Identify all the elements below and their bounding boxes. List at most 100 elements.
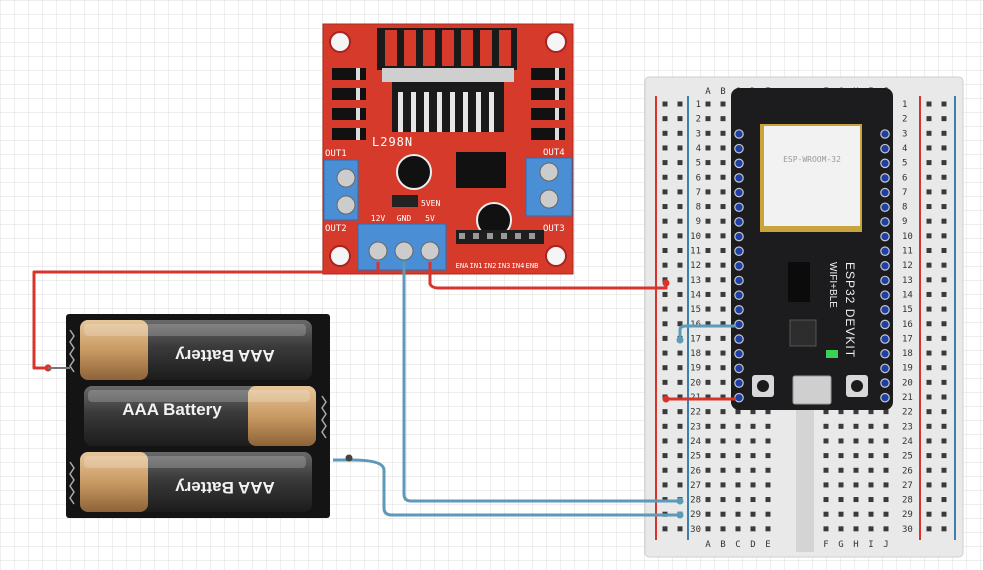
breadboard-hole[interactable] [823, 438, 829, 444]
breadboard-hole[interactable] [883, 482, 889, 488]
breadboard-hole[interactable] [720, 394, 726, 400]
breadboard-hole[interactable] [735, 482, 741, 488]
breadboard-hole[interactable] [677, 467, 683, 473]
breadboard-hole[interactable] [720, 511, 726, 517]
breadboard-hole[interactable] [926, 174, 932, 180]
breadboard-hole[interactable] [926, 409, 932, 415]
breadboard-hole[interactable] [720, 189, 726, 195]
breadboard-hole[interactable] [941, 379, 947, 385]
breadboard-hole[interactable] [853, 482, 859, 488]
breadboard-hole[interactable] [941, 438, 947, 444]
breadboard-hole[interactable] [926, 335, 932, 341]
breadboard-hole[interactable] [941, 306, 947, 312]
breadboard-hole[interactable] [926, 262, 932, 268]
breadboard-hole[interactable] [750, 453, 756, 459]
breadboard-hole[interactable] [677, 423, 683, 429]
esp32-pin[interactable] [734, 143, 744, 154]
breadboard-hole[interactable] [941, 467, 947, 473]
breadboard-hole[interactable] [941, 262, 947, 268]
breadboard-hole[interactable] [705, 467, 711, 473]
breadboard-hole[interactable] [705, 218, 711, 224]
breadboard-hole[interactable] [720, 116, 726, 122]
breadboard-hole[interactable] [720, 467, 726, 473]
breadboard-hole[interactable] [662, 467, 668, 473]
breadboard-hole[interactable] [677, 379, 683, 385]
wire-gnd[interactable] [402, 262, 680, 503]
breadboard-hole[interactable] [677, 438, 683, 444]
breadboard-hole[interactable] [677, 248, 683, 253]
breadboard-hole[interactable] [926, 189, 932, 195]
esp32-pin[interactable] [880, 319, 890, 330]
breadboard-hole[interactable] [677, 321, 683, 327]
breadboard-hole[interactable] [705, 497, 711, 503]
breadboard-hole[interactable] [662, 335, 668, 341]
esp32-pin[interactable] [734, 392, 744, 403]
breadboard-hole[interactable] [662, 423, 668, 429]
esp32-pin[interactable] [880, 290, 890, 300]
breadboard-hole[interactable] [662, 130, 668, 136]
breadboard-hole[interactable] [823, 423, 829, 429]
breadboard-hole[interactable] [720, 262, 726, 268]
esp32-pin[interactable] [734, 129, 744, 139]
breadboard-hole[interactable] [750, 482, 756, 488]
breadboard-hole[interactable] [941, 423, 947, 429]
breadboard-hole[interactable] [941, 321, 947, 327]
breadboard-hole[interactable] [720, 409, 726, 415]
breadboard-hole[interactable] [941, 526, 947, 532]
breadboard-hole[interactable] [662, 101, 668, 107]
breadboard-hole[interactable] [941, 145, 947, 151]
breadboard-hole[interactable] [941, 497, 947, 503]
breadboard-hole[interactable] [735, 526, 741, 532]
breadboard-hole[interactable] [838, 497, 844, 503]
breadboard-hole[interactable] [662, 438, 668, 444]
breadboard-hole[interactable] [662, 174, 668, 180]
breadboard-hole[interactable] [750, 438, 756, 444]
breadboard-hole[interactable] [662, 350, 668, 356]
breadboard-hole[interactable] [750, 423, 756, 429]
breadboard-hole[interactable] [705, 394, 711, 400]
breadboard-hole[interactable] [662, 482, 668, 488]
esp32-pin[interactable] [880, 334, 890, 344]
esp32-pin[interactable] [880, 275, 890, 286]
breadboard-hole[interactable] [677, 453, 683, 459]
breadboard-hole[interactable] [823, 453, 829, 459]
breadboard-hole[interactable] [677, 130, 683, 136]
breadboard-hole[interactable] [868, 453, 874, 459]
breadboard-hole[interactable] [941, 116, 947, 122]
breadboard-hole[interactable] [735, 423, 741, 429]
breadboard-hole[interactable] [838, 482, 844, 488]
breadboard-hole[interactable] [926, 321, 932, 327]
breadboard-hole[interactable] [720, 130, 726, 136]
wire-12v[interactable] [32, 262, 380, 370]
breadboard-hole[interactable] [926, 423, 932, 429]
breadboard-hole[interactable] [853, 438, 859, 444]
esp32-pin[interactable] [734, 187, 744, 198]
breadboard-hole[interactable] [677, 145, 683, 151]
breadboard-hole[interactable] [926, 482, 932, 488]
breadboard-hole[interactable] [941, 335, 947, 341]
esp32-pin[interactable] [734, 217, 744, 227]
breadboard-hole[interactable] [705, 321, 711, 327]
esp32-pin[interactable] [880, 246, 890, 256]
breadboard-hole[interactable] [926, 218, 932, 224]
esp32-pin[interactable] [734, 202, 744, 213]
breadboard-hole[interactable] [735, 409, 741, 415]
breadboard-hole[interactable] [853, 409, 859, 415]
breadboard-hole[interactable] [720, 218, 726, 224]
breadboard-hole[interactable] [677, 233, 683, 239]
breadboard-hole[interactable] [853, 423, 859, 429]
breadboard-hole[interactable] [677, 306, 683, 312]
breadboard-hole[interactable] [765, 423, 771, 429]
breadboard-hole[interactable] [926, 130, 932, 136]
breadboard-hole[interactable] [868, 482, 874, 488]
breadboard-hole[interactable] [662, 321, 668, 327]
breadboard-hole[interactable] [838, 453, 844, 459]
breadboard-hole[interactable] [720, 365, 726, 371]
breadboard-hole[interactable] [662, 204, 668, 210]
breadboard-hole[interactable] [677, 350, 683, 356]
breadboard-hole[interactable] [705, 350, 711, 356]
breadboard-hole[interactable] [883, 467, 889, 473]
breadboard-hole[interactable] [941, 233, 947, 239]
breadboard-hole[interactable] [926, 438, 932, 444]
breadboard-hole[interactable] [705, 277, 711, 283]
